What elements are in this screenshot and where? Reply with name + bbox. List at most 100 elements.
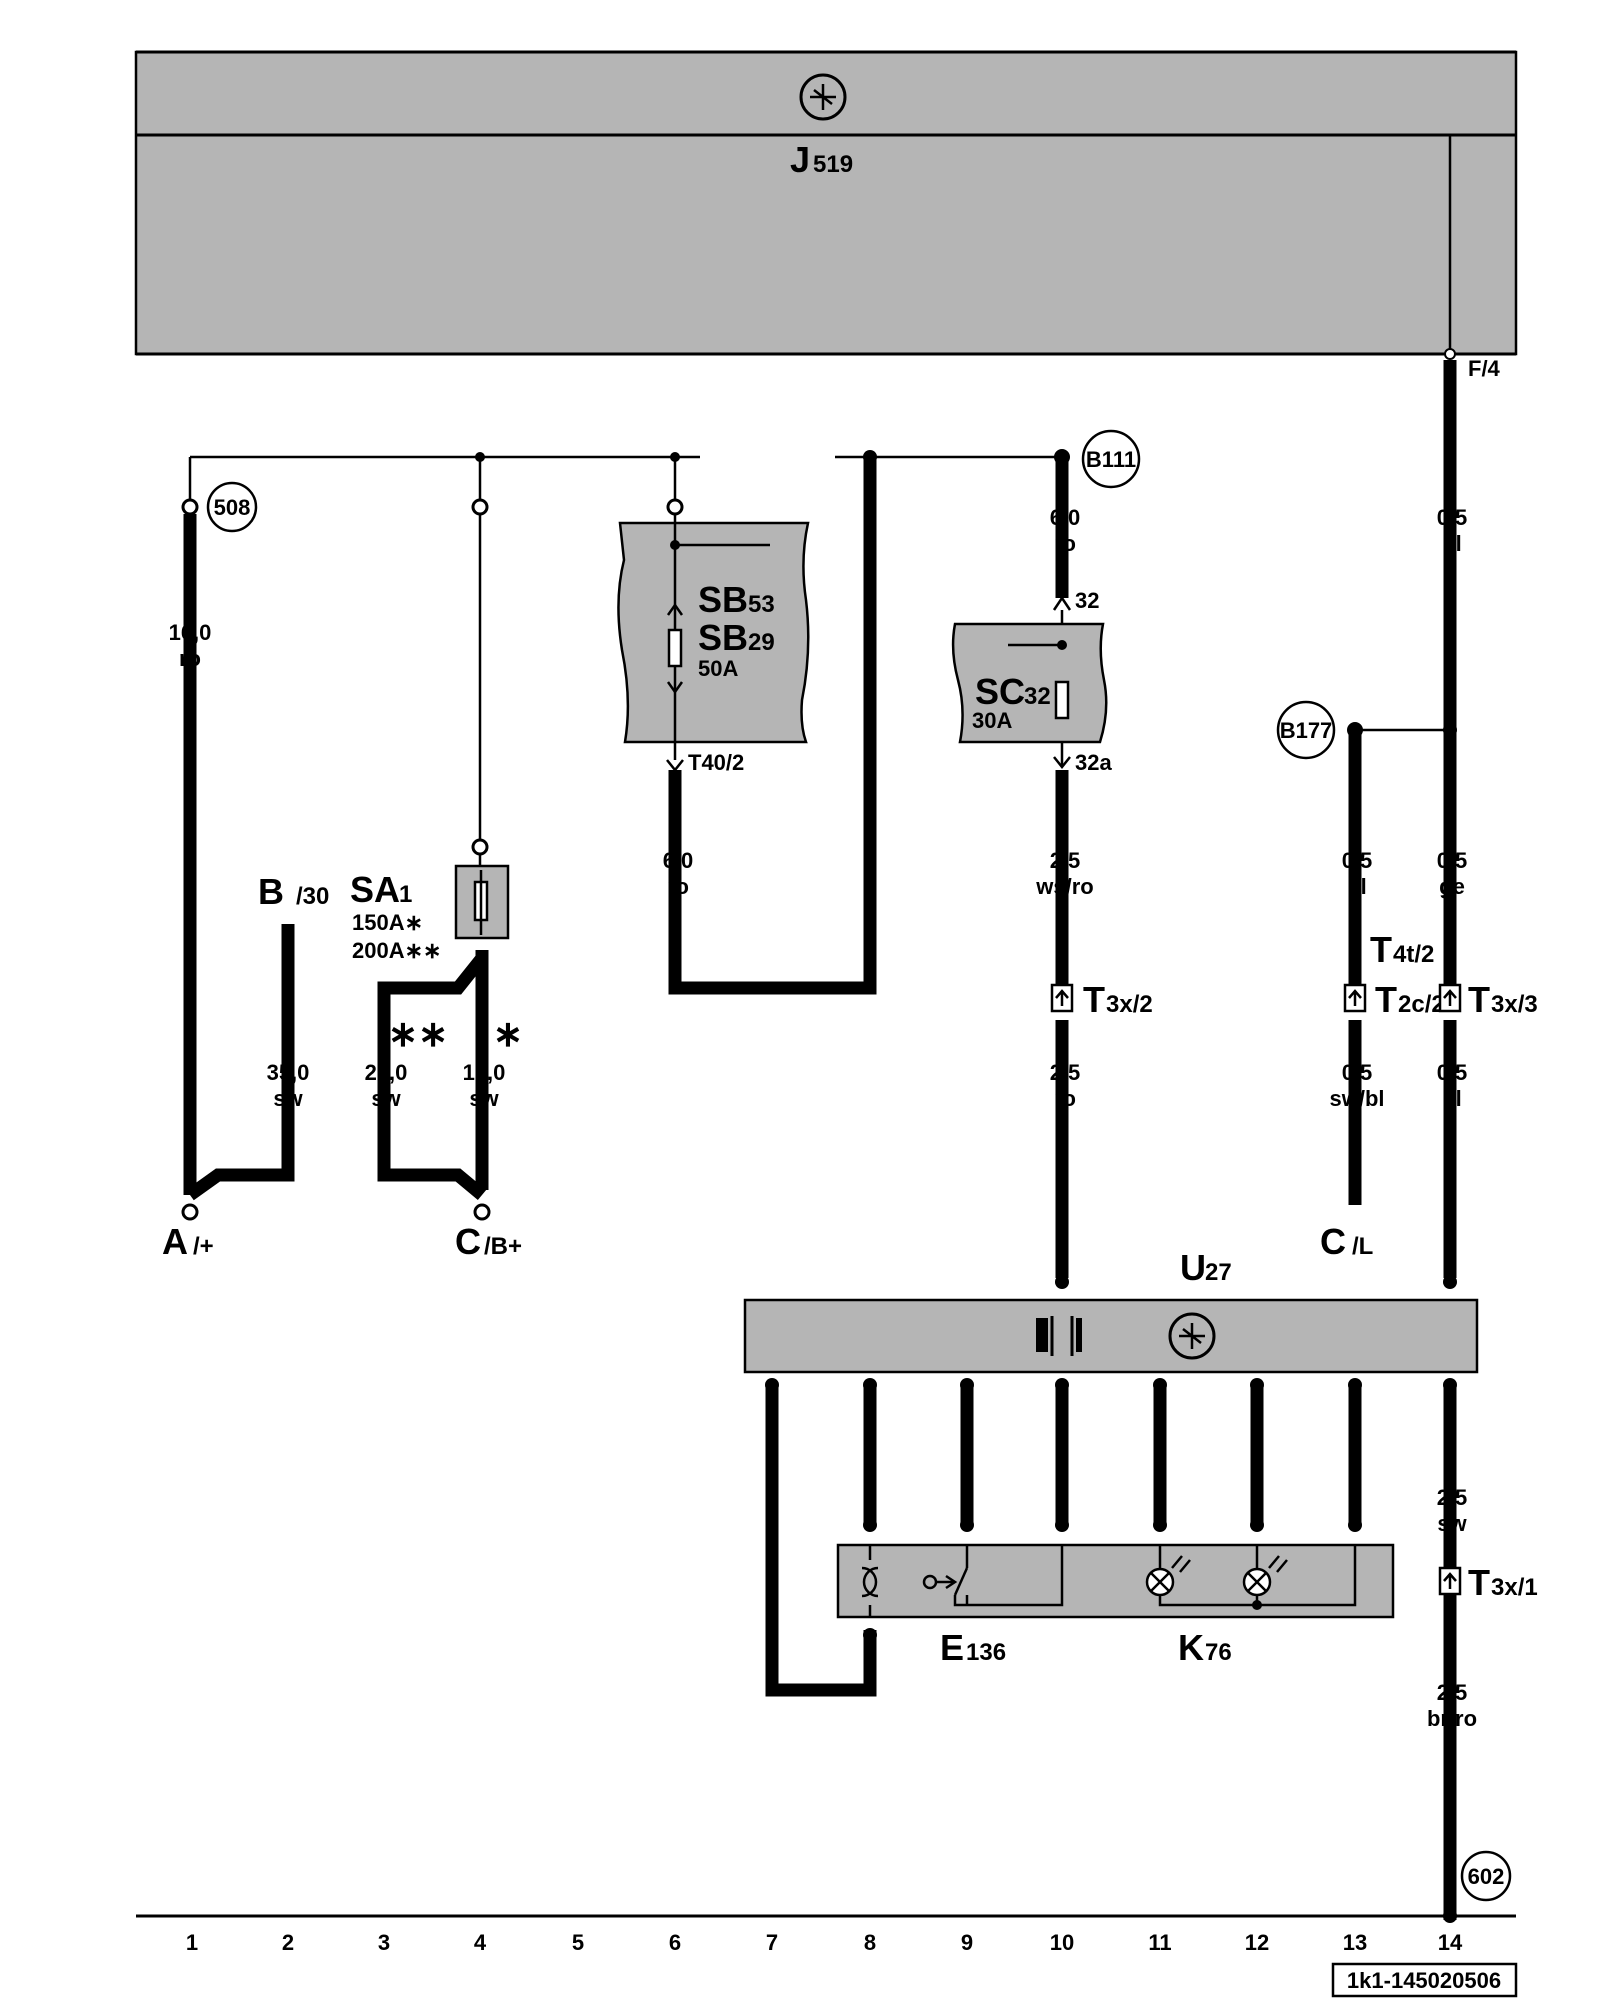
connector-t2c2-name: T	[1375, 979, 1397, 1020]
variant-mark-double-star: ∗∗	[388, 1013, 448, 1054]
grid-number: 1	[186, 1930, 198, 1955]
pin-label-t40-2: T40/2	[688, 750, 744, 775]
wire-size-w1: 16,0	[169, 620, 212, 645]
electronic-module-icon	[799, 73, 847, 121]
fuse-holder-sc32[interactable]	[951, 595, 1108, 770]
terminal-a-label: A	[162, 1221, 188, 1262]
fuse-sb29-name: SB	[698, 617, 748, 658]
fuse-sb53-name: SB	[698, 579, 748, 620]
terminal-b-suffix: /30	[296, 883, 329, 910]
wire-color-w14c: bl	[1442, 1086, 1462, 1111]
wire-size-w14e: 2,5	[1437, 1680, 1468, 1705]
fuse-sb29-sub: 29	[748, 629, 775, 656]
fuse-sc32-name: SC	[975, 671, 1025, 712]
diagram-id-box: 1k1-145020506	[1331, 1962, 1518, 1998]
pin-label-f4: F/4	[1468, 356, 1501, 381]
grid-number: 6	[669, 1930, 681, 1955]
grid-number: 8	[864, 1930, 876, 1955]
wire-color-w14a: bl	[1442, 531, 1462, 556]
wire-color-w4: sw	[469, 1086, 499, 1111]
connector-t2c2[interactable]	[1343, 983, 1367, 1013]
connector-t3x2-sub: 3x/2	[1106, 991, 1153, 1018]
diagram-id: 1k1-145020506	[1347, 1968, 1501, 1993]
lamp-icon	[1242, 1545, 1288, 1597]
control-unit-j519[interactable]: J 519	[134, 50, 1518, 356]
grid-number: 9	[961, 1930, 973, 1955]
connector-t3x3-sub: 3x/3	[1491, 991, 1538, 1018]
wire-size-w4: 16,0	[463, 1060, 506, 1085]
grid-number: 12	[1245, 1930, 1269, 1955]
wire-size-w10c: 2,5	[1050, 1060, 1081, 1085]
connector-t4t2-sub: 4t/2	[1393, 941, 1434, 968]
grid-number: 4	[474, 1930, 487, 1955]
fuse-sa1-sub: 1	[399, 881, 412, 908]
fuse-sc32-sub: 32	[1024, 683, 1051, 710]
connector-t3x1-sub: 3x/1	[1491, 1574, 1538, 1601]
component-name-e136: E	[940, 1627, 964, 1668]
fuse-holder-sb[interactable]	[617, 498, 810, 773]
ground-point-b177[interactable]: B177	[1276, 700, 1336, 760]
connector-t4t2-name: T	[1370, 929, 1392, 970]
connector-t3x1[interactable]	[1438, 1566, 1462, 1596]
ground-point-602[interactable]: 602	[1460, 1850, 1512, 1902]
wire-size-w14b: 0,5	[1437, 848, 1468, 873]
wire-size-w10a: 6,0	[1050, 505, 1081, 530]
module-u27[interactable]	[743, 1298, 1479, 1374]
svg-text:B111: B111	[1086, 447, 1136, 472]
grid-number: 2	[282, 1930, 294, 1955]
push-switch-icon	[922, 1545, 969, 1605]
svg-text:508: 508	[214, 495, 251, 520]
connector-t2c2-sub: 2c/2	[1398, 991, 1445, 1018]
wire-size-w14c: 0,5	[1437, 1060, 1468, 1085]
wire-color-w14e: br/ro	[1427, 1706, 1477, 1731]
lamp-icon	[1145, 1545, 1191, 1597]
component-sub-e136: 136	[966, 1639, 1006, 1666]
svg-text:B177: B177	[1280, 718, 1333, 743]
pin-label-32a: 32a	[1075, 750, 1112, 775]
wire-size-w14a: 0,5	[1437, 505, 1468, 530]
connector-t3x2-name: T	[1083, 979, 1105, 1020]
connector-t3x3[interactable]	[1438, 983, 1462, 1013]
wire-c-bplus	[377, 950, 491, 1221]
grid-number: 10	[1050, 1930, 1074, 1955]
wire-loop-col6-col8	[668, 457, 877, 995]
wire-col14	[1347, 348, 1457, 1278]
wire-color-w10b: ws/ro	[1035, 874, 1093, 899]
pin-label-32: 32	[1075, 588, 1099, 613]
wire-size-w13b: 0,5	[1342, 1060, 1373, 1085]
fuse-sa1-rating-1: 150A∗	[352, 910, 423, 935]
connector-t3x2[interactable]	[1050, 983, 1074, 1013]
fuse-sa1-name: SA	[350, 869, 400, 910]
grid-number: 5	[572, 1930, 584, 1955]
ground-point-b111[interactable]: B111	[1081, 429, 1141, 489]
component-sub-k76: 76	[1205, 1639, 1232, 1666]
wire-color-w6: ro	[667, 874, 689, 899]
wire-color-w13a: bl	[1347, 874, 1367, 899]
grid-number: 7	[766, 1930, 778, 1955]
fuse-sa1-rating-2: 200A∗∗	[352, 938, 441, 963]
capacitor-icon	[1036, 1316, 1082, 1356]
fuse-sb53-sub: 53	[748, 591, 775, 618]
wire-color-w3: sw	[371, 1086, 401, 1111]
grid-number: 3	[378, 1930, 390, 1955]
component-sub-u27: 27	[1205, 1259, 1232, 1286]
ground-point-508[interactable]: 508	[206, 481, 258, 533]
wire-size-w10b: 2,5	[1050, 848, 1081, 873]
fuse-sc32-rating: 30A	[972, 708, 1012, 733]
component-name-k76: K	[1178, 1627, 1204, 1668]
fuse-sa1[interactable]	[454, 498, 510, 940]
terminal-c-l-label: C	[1320, 1221, 1346, 1262]
wire-size-w6: 6,0	[663, 848, 694, 873]
wire-color-w1: ro	[179, 646, 201, 671]
switch-panel-e136-k76[interactable]	[836, 1543, 1395, 1619]
wire-size-w14d: 2,5	[1437, 1485, 1468, 1510]
terminal-b-label: B	[258, 871, 284, 912]
component-name-j519: J	[790, 139, 810, 180]
wire-size-w2: 35,0	[267, 1060, 310, 1085]
fuse-sb29-rating: 50A	[698, 656, 738, 681]
wire-color-w14d: sw	[1437, 1511, 1467, 1536]
connector-t3x1-name: T	[1468, 1562, 1490, 1603]
module-output-wires	[765, 1378, 1457, 1920]
